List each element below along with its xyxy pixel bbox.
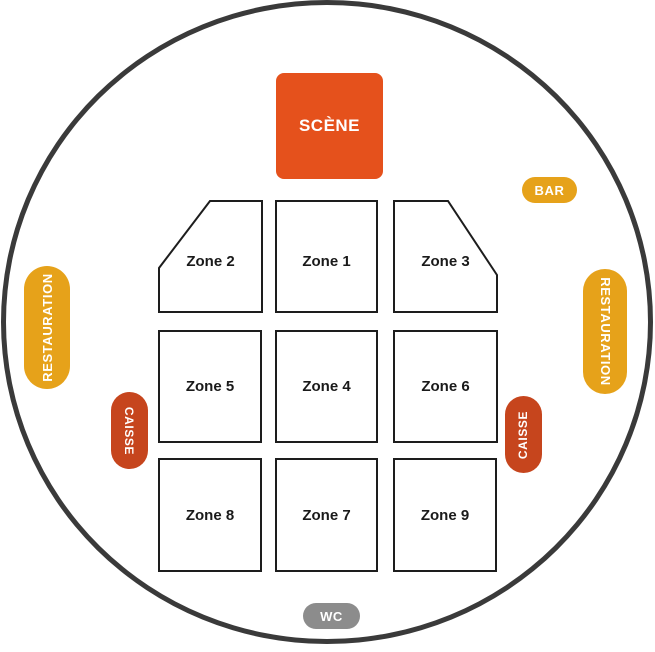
zone-2-outline bbox=[158, 200, 263, 313]
zone-2[interactable]: Zone 2 bbox=[158, 200, 263, 313]
stage-block: SCÈNE bbox=[276, 73, 383, 179]
zone-3-label: Zone 3 bbox=[421, 253, 470, 270]
zone-5[interactable]: Zone 5 bbox=[158, 330, 262, 443]
restauration-left-label: RESTAURATION bbox=[39, 273, 55, 382]
zone-6[interactable]: Zone 6 bbox=[393, 330, 498, 443]
stage-label: SCÈNE bbox=[298, 116, 361, 135]
zone-4[interactable]: Zone 4 bbox=[275, 330, 378, 443]
caisse-right-label: CAISSE bbox=[516, 410, 531, 459]
zone-9-label: Zone 9 bbox=[420, 506, 470, 524]
restauration-right-label: RESTAURATION bbox=[597, 277, 613, 386]
bar-badge: BAR bbox=[522, 177, 577, 203]
restauration-right-badge: RESTAURATION bbox=[583, 269, 627, 394]
zone-8-label: Zone 8 bbox=[185, 506, 235, 524]
zone-9[interactable]: Zone 9 bbox=[393, 458, 497, 572]
zone-1-label: Zone 1 bbox=[302, 253, 351, 270]
zone-6-label: Zone 6 bbox=[421, 378, 470, 395]
wc-badge: WC bbox=[303, 603, 360, 629]
zone-3[interactable]: Zone 3 bbox=[393, 200, 498, 313]
caisse-left-badge: CAISSE bbox=[111, 392, 148, 469]
zone-7-label: Zone 7 bbox=[302, 506, 351, 524]
restauration-left-badge: RESTAURATION bbox=[24, 266, 70, 389]
zone-4-label: Zone 4 bbox=[302, 378, 351, 395]
zone-7[interactable]: Zone 7 bbox=[275, 458, 378, 572]
wc-label: WC bbox=[320, 608, 343, 624]
caisse-left-label: CAISSE bbox=[122, 406, 137, 455]
zone-2-label: Zone 2 bbox=[186, 253, 235, 270]
zone-3-outline bbox=[393, 200, 498, 313]
zone-1[interactable]: Zone 1 bbox=[275, 200, 378, 313]
caisse-right-badge: CAISSE bbox=[505, 396, 542, 473]
zone-8[interactable]: Zone 8 bbox=[158, 458, 262, 572]
bar-label: BAR bbox=[534, 182, 565, 198]
zone-5-label: Zone 5 bbox=[185, 378, 235, 395]
